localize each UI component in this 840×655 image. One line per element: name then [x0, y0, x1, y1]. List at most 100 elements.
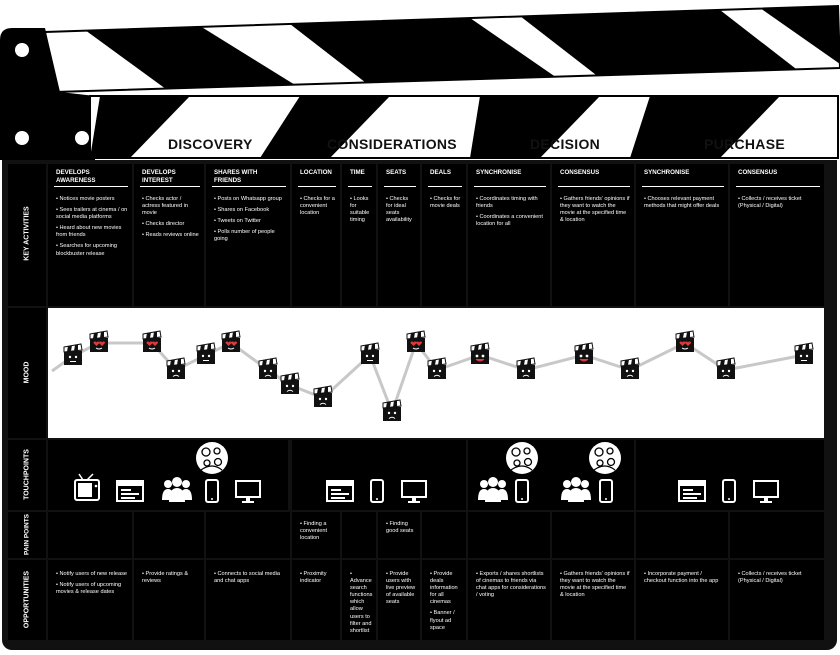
activity-cell [468, 164, 550, 306]
header-underline [140, 186, 200, 187]
activity-item: • Checks for ideal seats availability [386, 196, 412, 224]
mood-face-love-icon [675, 330, 695, 352]
row-label-cell-opportunities [8, 560, 46, 640]
activity-item: • Chooses relevant payment methods that … [644, 196, 720, 210]
browser-icon [678, 480, 706, 502]
pain-cell [730, 512, 824, 558]
activity-list: • Checks for a convenient location [300, 196, 336, 221]
opportunity-list: • Provide ratings & reviews [142, 571, 200, 589]
activity-item: • Searches for upcoming blockbuster rele… [56, 243, 118, 257]
header-underline [348, 186, 372, 187]
opportunity-item: • Provide deals information for all cine… [430, 571, 458, 606]
monitor-icon [235, 480, 261, 503]
pain-cell [206, 512, 290, 558]
opportunity-cell [206, 560, 290, 640]
activity-item: • Gathers friends' opinions if they want… [560, 196, 630, 224]
column-header: SHARES WITH FRIENDS [214, 169, 258, 184]
mood-face-neutral-icon [794, 342, 814, 364]
activity-list: • Gathers friends' opinions if they want… [560, 196, 630, 228]
activity-list: • Posts on Whatsapp group • Shares on Fac… [214, 196, 286, 247]
phone-icon [515, 479, 529, 503]
pain-cell [134, 512, 204, 558]
activity-item: • Coordinates a convenient location for … [476, 214, 543, 228]
activity-list: • Checks actor / actress featured in mov… [142, 196, 200, 243]
pain-cell [552, 512, 634, 558]
activity-cell [134, 164, 204, 306]
mood-face-sad-icon [313, 385, 333, 407]
mood-face-neutral-icon [63, 343, 83, 365]
phone-icon [205, 479, 219, 503]
mood-face-sad-icon [427, 357, 447, 379]
phase-decision: DECISION [530, 136, 601, 152]
pain-list: • Finding a convenient location [300, 521, 336, 546]
header-underline [558, 186, 630, 187]
column-header: DEVELOPS INTEREST [142, 169, 176, 184]
mood-face-sad-icon [620, 357, 640, 379]
opportunity-list: • Proximity indicator [300, 571, 336, 589]
activity-cell [636, 164, 728, 306]
activity-item: • Shares on Facebook [214, 207, 270, 214]
row-label-cell-mood [8, 308, 46, 438]
pain-cell [48, 512, 132, 558]
activity-item: • Sees trailers at cinema / on social me… [56, 207, 128, 221]
activity-item: • Collects / receives ticket (Physical /… [738, 196, 802, 210]
mood-face-sad-icon [258, 357, 278, 379]
row-label-cell-touchpoints [8, 440, 46, 510]
opportunity-cell [292, 560, 340, 640]
header-underline [212, 186, 286, 187]
row-label-cell-pain-points [8, 512, 46, 558]
opportunity-item: • Banner / flyout ad space [430, 610, 455, 631]
activity-list: • Coordinates timing with friends• Coord… [476, 196, 546, 232]
mood-face-happy-icon [470, 342, 490, 364]
mood-face-neutral-icon [196, 342, 216, 364]
group-icon [162, 477, 192, 502]
phase-purchase: PURCHASE [704, 136, 785, 152]
header-underline [642, 186, 724, 187]
opportunity-list: • Incorporate payment / checkout functio… [644, 571, 724, 589]
pain-cell [292, 512, 340, 558]
activity-item: • Reads reviews online [142, 232, 199, 239]
header-underline [428, 186, 462, 187]
mood-face-love-icon [142, 330, 162, 352]
row-label-cell-key-activities [8, 164, 46, 306]
activity-item: • Posts on Whatsapp group [214, 196, 282, 202]
column-header: LOCATION [300, 169, 332, 176]
activity-cell [206, 164, 290, 306]
column-header: DEVELOPS AWARENESS [56, 169, 96, 184]
opportunity-item: • Provide ratings & reviews [142, 571, 189, 585]
opportunity-list: • Provide users with live preview of ava… [386, 571, 416, 610]
opportunity-item: • Exports / shares shortlists of cinemas… [476, 571, 546, 599]
activity-item: • Checks for a convenient location [300, 196, 335, 217]
pain-item: • Finding good seats [386, 521, 414, 535]
column-header: SEATS [386, 169, 407, 176]
activity-item: • Notices movie posters [56, 196, 115, 202]
mood-face-happy-icon [574, 342, 594, 364]
activity-list: • Looks for suitable timing [350, 196, 372, 228]
touchpoints-purchase [636, 440, 824, 510]
activity-cell [422, 164, 466, 306]
phase-considerations: CONSIDERATIONS [327, 136, 457, 152]
opportunity-cell [422, 560, 466, 640]
header-underline [736, 186, 820, 187]
monitor-icon [753, 480, 779, 503]
chat-apps-icon [196, 442, 228, 474]
activity-list: • Checks for movie deals [430, 196, 462, 214]
pain-cell [342, 512, 376, 558]
group-icon [478, 477, 508, 502]
opportunity-item: • Proximity indicator [300, 571, 327, 585]
column-header: CONSENSUS [560, 169, 600, 176]
activity-cell [552, 164, 634, 306]
tv-icon [74, 473, 100, 501]
activity-item: • Looks for suitable timing [350, 196, 370, 224]
activity-item: • Checks director [142, 221, 185, 228]
opportunity-list: • Exports / shares shortlists of cinemas… [476, 571, 546, 603]
mood-face-love-icon [221, 330, 241, 352]
monitor-icon [401, 480, 427, 503]
opportunity-list: • Gathers friends' opinions if they want… [560, 571, 630, 603]
opportunity-list: • Advance search functions which allow u… [350, 571, 372, 639]
pain-cell [468, 512, 550, 558]
mood-face-sad-icon [516, 357, 536, 379]
activity-cell [730, 164, 824, 306]
mood-face-love-icon [89, 330, 109, 352]
